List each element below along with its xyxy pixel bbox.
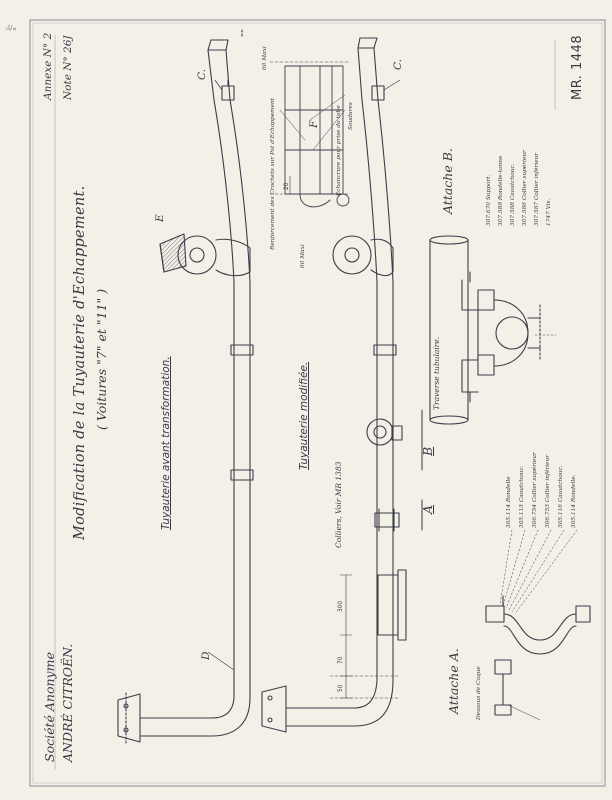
flex-section <box>377 574 399 636</box>
parts-b-item-3: 307.588 Caoutchouc. <box>510 163 516 226</box>
attache-a-leaders <box>499 529 578 615</box>
page-title: Modification de la Tuyauterie d'Echappem… <box>72 185 88 540</box>
parts-b-item-1: 307.670 Support. <box>486 174 492 226</box>
note-renforcement: Renforcement des Crochets sur Pot d'Echa… <box>270 97 276 250</box>
detail-f <box>269 61 351 208</box>
caption-after: Tuyauterie modifiée. <box>298 361 310 470</box>
label-f: F <box>308 120 320 128</box>
parts-b-item-4: 307.586 Collier supérieur <box>522 150 528 226</box>
dim-20: 20 <box>284 182 290 190</box>
pipe-before-curve-left <box>207 49 235 283</box>
label-c-before: C. <box>196 69 208 80</box>
traverse-tubulaire <box>429 235 469 425</box>
frame-border <box>29 19 606 787</box>
reference-number: MR. 1448 <box>570 34 585 100</box>
dim-60-bottom: 60 Maxi <box>300 244 306 268</box>
company-line2: ANDRÉ CITROËN. <box>60 643 75 762</box>
support-clamp-before <box>215 238 251 277</box>
dim-50: 50 <box>338 684 344 692</box>
pipe-modified <box>261 37 407 733</box>
parts-a-item-4: 306.753 Collier inférieur <box>545 454 551 528</box>
dim-60-top: 60 Maxi <box>262 46 268 70</box>
parts-b-item-6: 1747 Vis. <box>546 198 552 226</box>
margin-mark: ﻪ/ﺎﻧ <box>6 24 17 32</box>
caption-before: Tuyauterie avant transformation. <box>160 356 172 530</box>
label-e: E <box>154 214 166 222</box>
page-subtitle: ( Voitures "7" et "11" ) <box>94 288 109 430</box>
parts-a-item-3: 306.754 Collier supérieur <box>532 452 538 528</box>
detail-e-hanger <box>159 233 187 273</box>
parts-b-item-2: 307.589 Rondelle-tonne <box>498 155 504 226</box>
parts-a-item-2: 305.115 Caoutchouc. <box>519 465 525 528</box>
parts-a-item-1: 305.114 Rondelle <box>506 476 512 528</box>
bracket-c-before <box>221 85 235 101</box>
label-d: D <box>200 651 212 660</box>
attache-a-drawing <box>485 595 591 721</box>
note-echancrure: Echancrure pour prise du tube <box>336 105 342 196</box>
note-label: Note N° 26J <box>62 35 74 100</box>
pipe-before-curve-right <box>225 49 251 283</box>
label-a: A <box>420 504 435 514</box>
frame-inner <box>32 22 603 784</box>
support-ring-mod <box>332 235 372 275</box>
dim-300: 300 <box>338 600 344 612</box>
attache-b-drawing <box>461 271 557 403</box>
collier-b <box>366 418 394 446</box>
label-c-mod: C. <box>392 59 404 70</box>
note-dessous-coque: Dessous de Coque <box>476 666 482 720</box>
attache-b-title: Attache B. <box>440 148 455 214</box>
note-soudures: Soudures <box>348 102 354 130</box>
dim-70: 70 <box>338 656 344 664</box>
caption-colliers: Colliers, Voir MR 1383 <box>334 461 343 549</box>
collier-a <box>374 512 400 528</box>
parts-b-item-5: 307.587 Collier inférieur <box>534 152 540 226</box>
caption-traverse: Traverse tubulaire. <box>432 336 441 410</box>
company-line1: Société Anonyme <box>42 652 57 762</box>
label-b: B <box>420 446 435 456</box>
attache-a-title: Attache A. <box>446 648 461 714</box>
pipe-before <box>117 29 254 746</box>
parts-a-item-5: 305.116 Caoutchouc. <box>558 465 564 528</box>
annexe-label: Annexe N° 2 <box>42 32 54 100</box>
parts-a-item-6: 305.114 Rondelle. <box>571 474 577 528</box>
